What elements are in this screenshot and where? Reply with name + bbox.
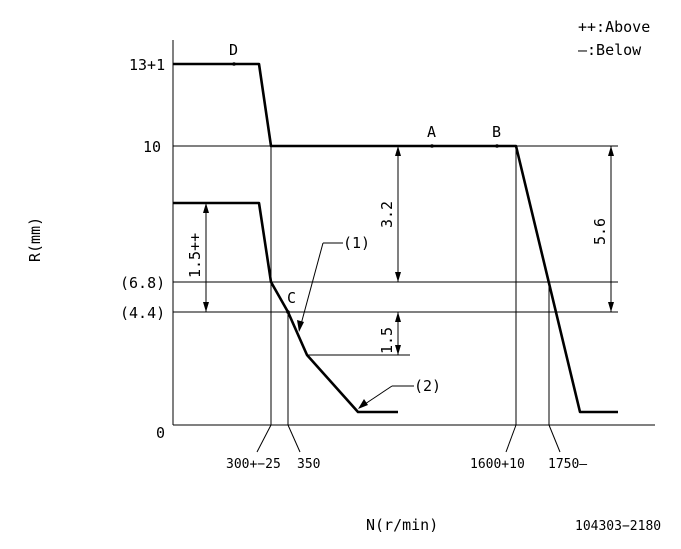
dim-3-2-arrow-bottom <box>395 272 401 282</box>
leader-300 <box>256 424 272 453</box>
callout-2-leader <box>361 385 393 407</box>
leader-1750 <box>548 424 561 453</box>
callout-1-leader <box>299 242 324 329</box>
leader-350 <box>287 424 301 453</box>
y-tick-0: 0 <box>156 424 165 442</box>
point-C-label: C <box>287 289 296 307</box>
point-D-label: D <box>229 41 238 59</box>
y-tick-6-8: (6.8) <box>120 274 165 292</box>
point-A-label: A <box>427 123 436 141</box>
point-B-label: B <box>492 123 501 141</box>
x-tick-300: 300+−25 <box>226 457 281 472</box>
legend-below: —:Below <box>578 41 642 59</box>
dim-5-6-arrow-top <box>608 146 614 156</box>
dim-1-5-arrow-top <box>395 312 401 322</box>
y-tick-4-4: (4.4) <box>120 304 165 322</box>
dim-1-5pp-arrow-bottom <box>203 302 209 312</box>
point-A-marker <box>430 144 434 148</box>
dim-1-5-arrow-bottom <box>395 345 401 355</box>
upper-characteristic-curve <box>173 62 618 414</box>
callout-1-label: (1) <box>343 234 370 252</box>
dim-3-2-arrow-top <box>395 146 401 156</box>
dim-5-6-arrow-bottom <box>608 302 614 312</box>
y-tick-10: 10 <box>143 138 161 156</box>
point-C-marker <box>286 310 290 314</box>
leader-1600 <box>505 424 517 453</box>
y-tick-13: 13+1 <box>129 56 165 74</box>
point-B-marker <box>495 144 499 148</box>
drawing-number: 104303−2180 <box>575 519 661 534</box>
x-tick-1600: 1600+10 <box>470 457 525 472</box>
callout-2-arrow <box>358 399 368 409</box>
y-axis-label: R(mm) <box>26 217 44 262</box>
x-tick-350: 350 <box>297 457 320 472</box>
dim-1-5-label: 1.5 <box>378 327 396 354</box>
dim-3-2-label: 3.2 <box>378 201 396 228</box>
legend-above: ++:Above <box>578 18 650 36</box>
callout-2-label: (2) <box>414 377 441 395</box>
callout-1-arrow <box>297 320 304 332</box>
dim-1-5pp-arrow-top <box>203 203 209 213</box>
point-D-marker <box>232 62 236 66</box>
dim-5-6-label: 5.6 <box>591 218 609 245</box>
x-axis-label: N(r/min) <box>366 516 438 534</box>
dim-1-5pp-label: 1.5++ <box>186 233 204 278</box>
x-tick-1750: 1750— <box>548 457 587 472</box>
